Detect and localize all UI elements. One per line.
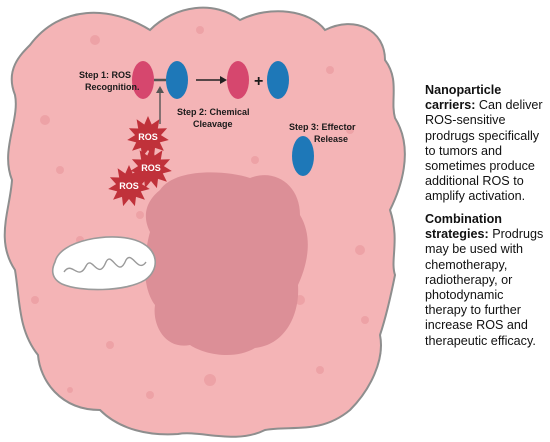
trigger-moiety-pink [132,61,154,99]
ros-starburst-3 [108,165,150,207]
cleavage-arrowhead [220,76,227,84]
released-effector-blue [267,61,289,99]
ros-label-3: ROS [119,181,139,191]
ros-label-1: ROS [138,132,158,142]
ros-arrowhead [156,86,164,93]
step1-label-line1: Step 1: ROS [79,70,131,80]
nucleus [145,172,308,356]
mitochondrion [51,236,157,291]
nanoparticle-body: Can deliver ROS-sensitive prodrugs speci… [425,98,543,204]
step1-label-line2: Recognition. [85,82,140,92]
effector-moiety-blue [166,61,188,99]
released-trigger-pink [227,61,249,99]
nanoparticle-heading: Nanoparticle carriers: [425,83,502,113]
step2-label-line1: Step 2: Chemical [177,107,250,117]
step3-label-line2: Release [314,134,348,144]
plus-sign: + [254,73,263,90]
ros-starburst-1 [127,116,169,158]
step3-label-line1: Step 3: Effector [289,122,356,132]
combination-heading: Combination strategies: [425,212,502,242]
effector-released-blue [292,136,314,176]
cytoplasm-speckles [31,26,369,399]
combination-strategies-note: Combination strategies: Prodrugs may be … [425,212,547,349]
step2-label-line2: Cleavage [193,119,233,129]
ros-label-2: ROS [141,163,161,173]
prodrug-molecule [132,61,188,99]
combination-body: Prodrugs may be used with chemotherapy, … [425,227,544,348]
nanoparticle-carriers-note: Nanoparticle carriers: Can deliver ROS-s… [425,83,547,205]
